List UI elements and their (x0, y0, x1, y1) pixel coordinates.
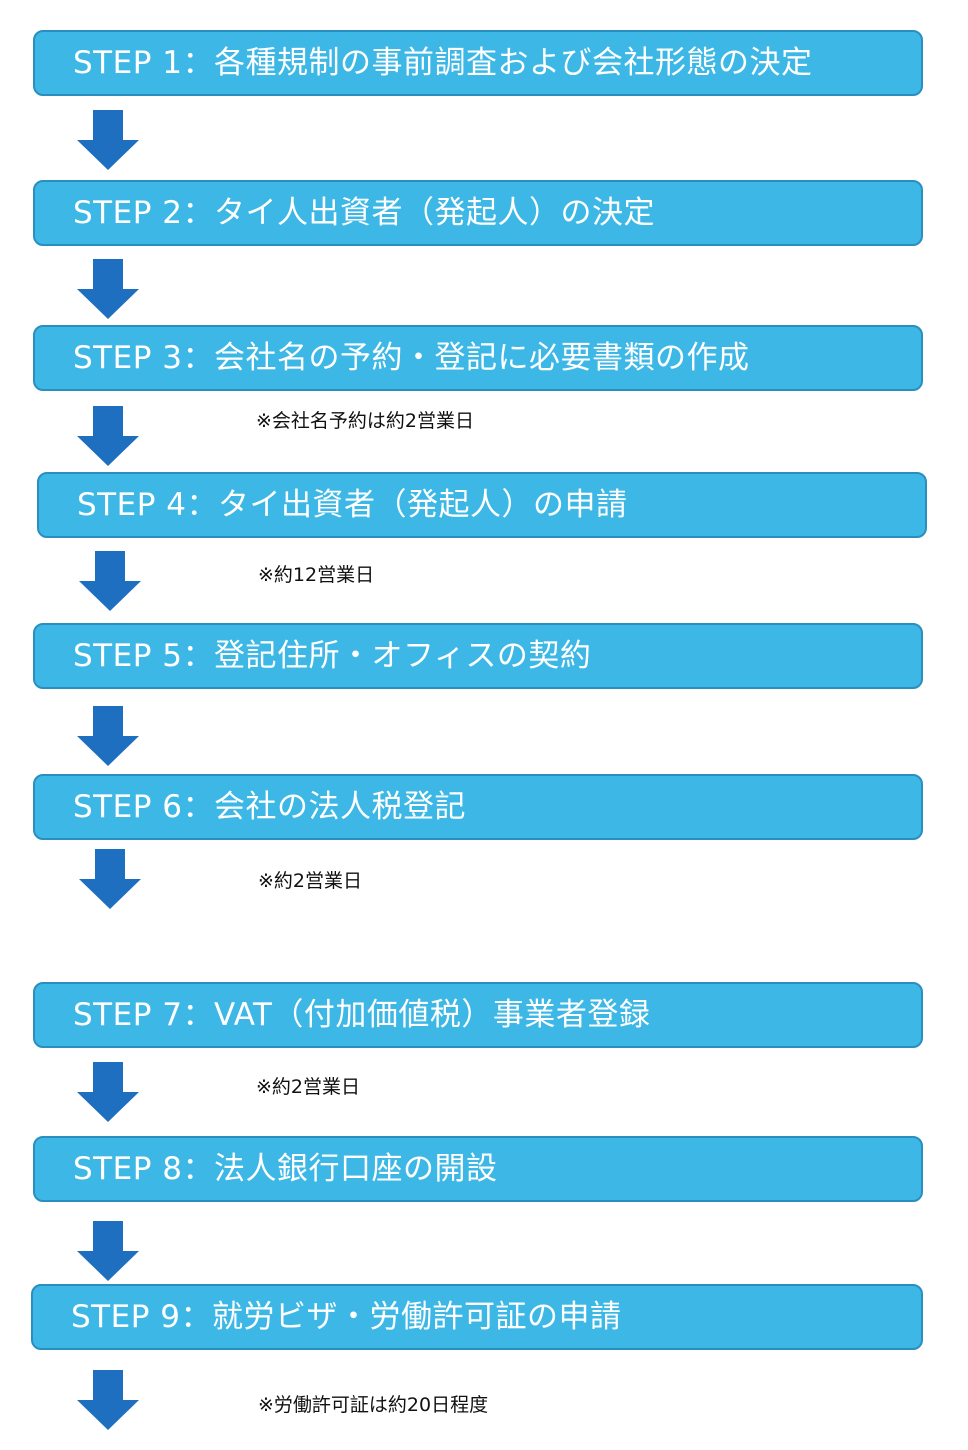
step-7-label: STEP 7：VAT（付加価値税）事業者登録 (73, 996, 651, 1033)
note-after-step-3: ※会社名予約は約2営業日 (256, 410, 475, 432)
down-arrow-icon (77, 706, 139, 766)
step-1-label: STEP 1：各種規制の事前調査および会社形態の決定 (73, 44, 813, 81)
down-arrow-icon (79, 849, 141, 909)
step-3-label: STEP 3：会社名の予約・登記に必要書類の作成 (73, 339, 750, 376)
step-9-label: STEP 9：就労ビザ・労働許可証の申請 (71, 1298, 622, 1335)
step-5-box: STEP 5：登記住所・オフィスの契約 (33, 623, 923, 689)
step-4-box: STEP 4：タイ出資者（発起人）の申請 (37, 472, 927, 538)
step-1-box: STEP 1：各種規制の事前調査および会社形態の決定 (33, 30, 923, 96)
down-arrow-icon (77, 1221, 139, 1281)
step-6-label: STEP 6：会社の法人税登記 (73, 788, 466, 825)
note-after-step-9: ※労働許可証は約20日程度 (258, 1394, 489, 1416)
note-after-step-6: ※約2営業日 (258, 870, 363, 892)
step-7-box: STEP 7：VAT（付加価値税）事業者登録 (33, 982, 923, 1048)
down-arrow-icon (77, 406, 139, 466)
step-5-label: STEP 5：登記住所・オフィスの契約 (73, 637, 592, 674)
step-8-box: STEP 8：法人銀行口座の開設 (33, 1136, 923, 1202)
down-arrow-icon (79, 551, 141, 611)
step-9-box: STEP 9：就労ビザ・労働許可証の申請 (31, 1284, 923, 1350)
step-2-label: STEP 2：タイ人出資者（発起人）の決定 (73, 194, 655, 231)
step-6-box: STEP 6：会社の法人税登記 (33, 774, 923, 840)
down-arrow-icon (77, 110, 139, 170)
step-3-box: STEP 3：会社名の予約・登記に必要書類の作成 (33, 325, 923, 391)
note-after-step-7: ※約2営業日 (256, 1076, 361, 1098)
down-arrow-icon (77, 1370, 139, 1430)
note-after-step-4: ※約12営業日 (258, 564, 375, 586)
down-arrow-icon (77, 1062, 139, 1122)
step-8-label: STEP 8：法人銀行口座の開設 (73, 1150, 498, 1187)
step-4-label: STEP 4：タイ出資者（発起人）の申請 (77, 486, 628, 523)
down-arrow-icon (77, 259, 139, 319)
step-2-box: STEP 2：タイ人出資者（発起人）の決定 (33, 180, 923, 246)
